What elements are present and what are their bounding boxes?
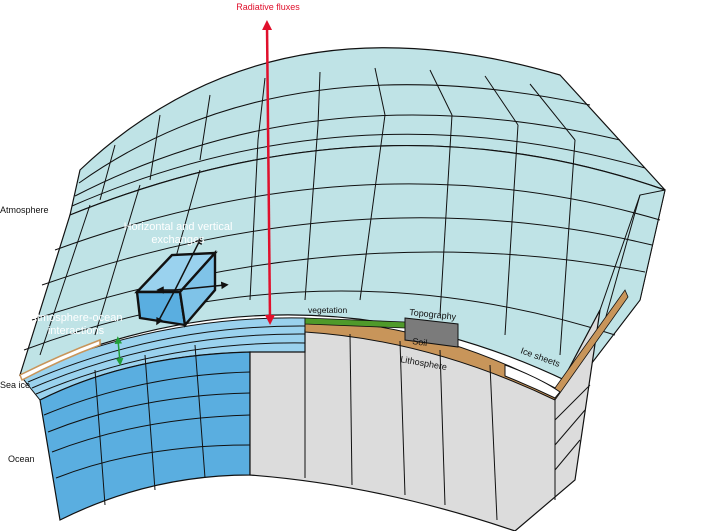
radiative-fluxes-label: Radiative fluxes [236,2,300,12]
horizontal-vertical-label-line2: exchanges [151,234,205,246]
atmosphere-ocean-label-line1: Atmosphere-ocean [30,312,123,324]
atmosphere-label: Atmosphere [0,205,49,215]
ocean-layer [19,317,306,521]
sea-ice-strip [19,338,101,382]
ice-sheet-block [504,364,561,399]
land-layer [249,289,629,531]
ocean-grid [27,325,306,506]
atmosphere-ocean-arrow [114,336,124,366]
land-grid [304,332,591,521]
exchange-arrows [156,236,229,326]
topography-block [404,317,459,348]
atmosphere-front-grid [23,114,661,356]
vegetation-label: vegetation [308,305,347,315]
soil-label: Soil [412,336,428,348]
ocean-label: Ocean [8,454,35,464]
exchange-cube [134,249,218,328]
horizontal-vertical-label-line1: Horizontal and vertical [124,221,233,233]
sea-ice-label: Sea ice [0,380,30,390]
topography-label: Topography [409,307,457,322]
atmosphere-ocean-label-line2: interactions [48,325,105,337]
radiative-flux-arrow [262,20,275,325]
